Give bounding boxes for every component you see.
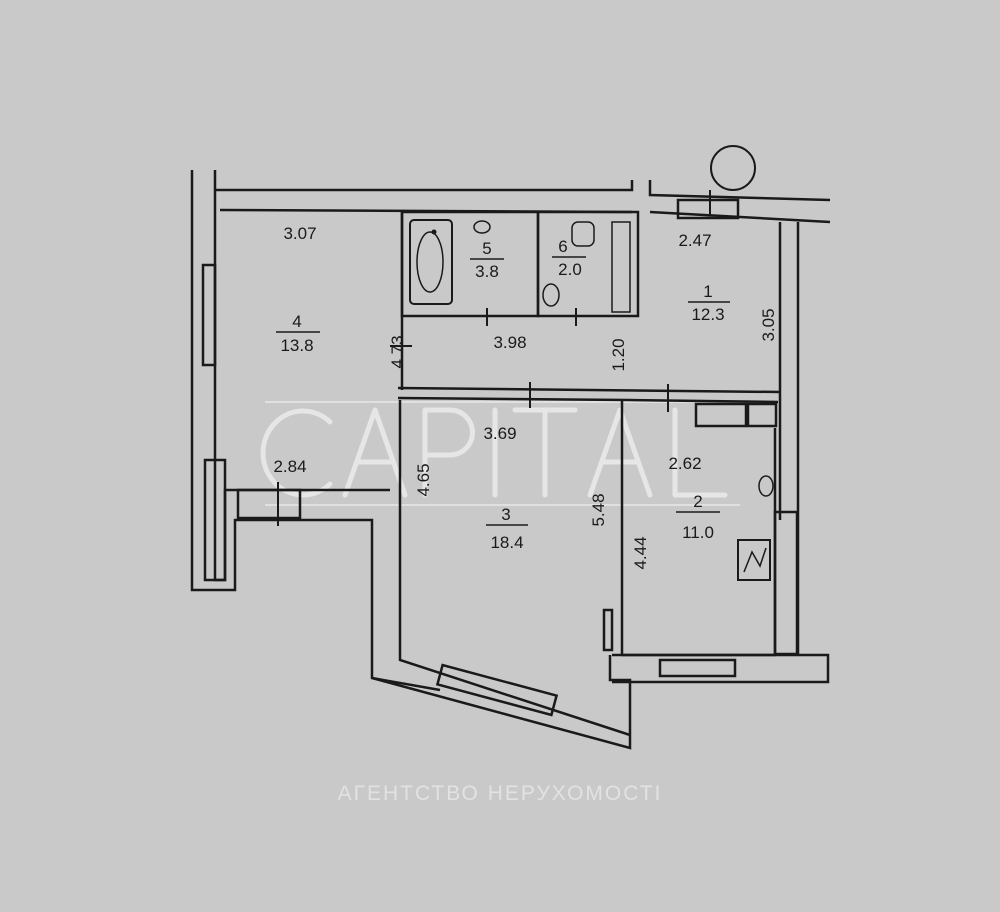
dim-1-20: 1.20 xyxy=(609,338,628,371)
dim-5-48: 5.48 xyxy=(589,493,608,526)
dim-4-65: 4.65 xyxy=(414,463,433,496)
dim-3-69: 3.69 xyxy=(483,424,516,443)
dim-4-73: 4.73 xyxy=(388,335,407,368)
room-3-number: 3 xyxy=(501,505,510,524)
room-4-area: 13.8 xyxy=(280,336,313,355)
dim-2-62: 2.62 xyxy=(668,454,701,473)
walls xyxy=(190,145,831,750)
labels: 3.07 5 3.8 6 2.0 2.47 1 12.3 3.05 4 13.8… xyxy=(273,224,778,570)
room-1-number: 1 xyxy=(703,282,712,301)
dim-4-44: 4.44 xyxy=(631,536,650,569)
room-5-number: 5 xyxy=(482,239,491,258)
room-6-area: 2.0 xyxy=(558,260,582,279)
dim-3-07: 3.07 xyxy=(283,224,316,243)
dim-3-98: 3.98 xyxy=(493,333,526,352)
room-4-number: 4 xyxy=(292,312,301,331)
room-6-number: 6 xyxy=(558,237,567,256)
dim-3-05: 3.05 xyxy=(759,308,778,341)
watermark-subtitle: АГЕНТСТВО НЕРУХОМОСТІ xyxy=(338,782,663,805)
dim-2-84: 2.84 xyxy=(273,457,306,476)
room-3-area: 18.4 xyxy=(490,533,523,552)
watermark-logo xyxy=(260,407,728,498)
dim-2-47: 2.47 xyxy=(678,231,711,250)
room-5-area: 3.8 xyxy=(475,262,499,281)
room-2-area: 11.0 xyxy=(682,523,714,542)
room-1-area: 12.3 xyxy=(691,305,724,324)
room-2-number: 2 xyxy=(693,492,702,511)
watermark: АГЕНТСТВО НЕРУХОМОСТІ xyxy=(260,401,740,805)
